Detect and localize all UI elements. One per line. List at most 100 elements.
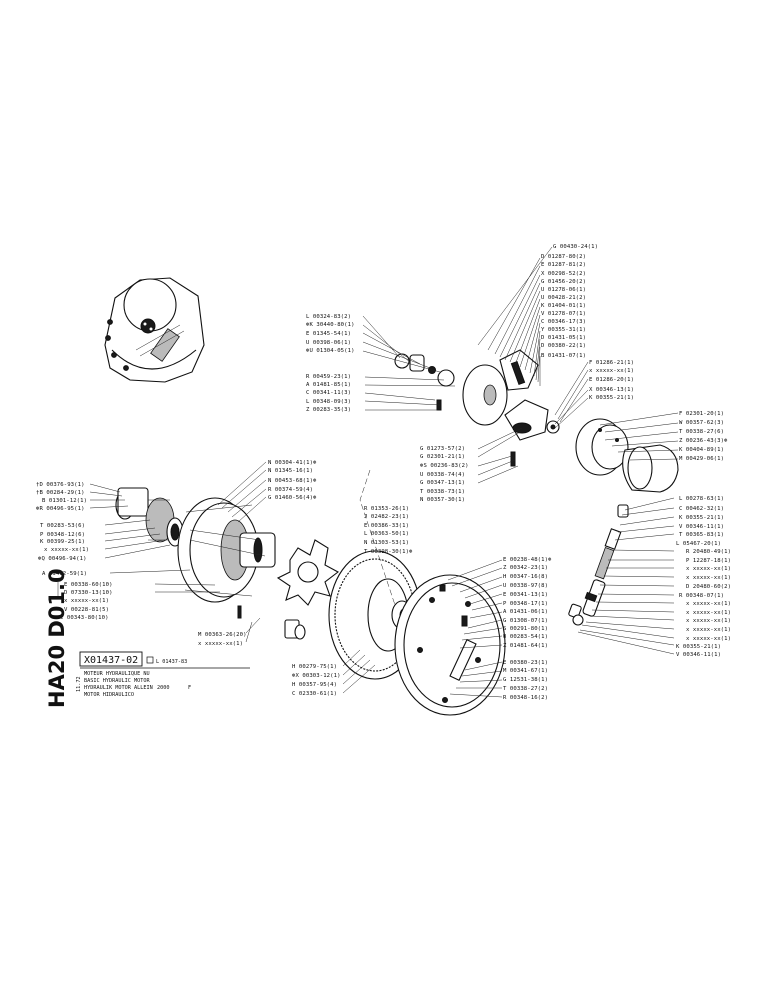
part-label: N 01345-16(1)	[268, 468, 313, 474]
part-label: Z 00236-43(3)⊛	[679, 438, 728, 444]
part-label: E 01287-81(2)	[541, 262, 586, 268]
part-label: M 00429-06(1)	[679, 456, 724, 462]
part-label: x xxxxx-xx(1)	[686, 575, 731, 581]
part-label: P 12287-18(1)	[686, 558, 731, 564]
part-label: L 00348-09(3)	[306, 399, 351, 405]
drawing-number: HA20 D01.0	[45, 568, 69, 708]
title-block-ref: L 01437-83	[156, 659, 187, 665]
part-label: E 00341-13(1)	[503, 592, 548, 598]
part-label: T 00283-53(6)	[40, 523, 85, 529]
part-label: V 01278-07(1)	[541, 311, 586, 317]
part-label: C 02330-61(1)	[292, 691, 337, 697]
part-label: ⊛R 00496-95(1)	[36, 506, 85, 512]
part-label: D 00380-22(1)	[541, 343, 586, 349]
part-label: W 00357-62(3)	[679, 420, 724, 426]
part-label: G 12531-38(1)	[503, 677, 548, 683]
part-label: Z 01481-64(1)	[503, 643, 548, 649]
drawing-date: 11.72	[76, 676, 82, 692]
part-label: V 00346-11(1)	[679, 524, 724, 530]
part-label: K 00399-25(1)	[40, 539, 85, 545]
title-block: X01437-02 L 01437-83 MOTEUR HYDRAULIQUE …	[79, 651, 250, 698]
part-label: x xxxxx-xx(1)	[686, 636, 731, 642]
part-label: E 01345-54(1)	[306, 331, 351, 337]
hydraulic-cylinder	[568, 504, 629, 626]
part-label: E 00238-48(1)⊛	[503, 557, 552, 563]
part-label: S 00291-80(1)	[503, 626, 548, 632]
part-label: ⊛X 00303-12(1)	[292, 673, 341, 679]
part-label: A 13462-59(1)	[42, 571, 87, 577]
part-label: E 00380-23(1)	[503, 660, 548, 666]
part-label: x xxxxx-xx(1)	[686, 601, 731, 607]
part-label: E 01286-20(1)	[589, 377, 634, 383]
part-label: R 00348-07(1)	[679, 593, 724, 599]
part-label: K 00355-21(1)	[679, 515, 724, 521]
part-label: D 01431-05(1)	[541, 335, 586, 341]
part-label: Z 00283-35(3)	[306, 407, 351, 413]
part-label: J 02482-23(1)	[364, 514, 409, 520]
inset-detail-view	[104, 277, 205, 383]
part-label: N 01303-53(1)	[364, 540, 409, 546]
part-label: L 05467-20(1)	[676, 541, 721, 547]
part-label: L 00363-50(1)	[364, 531, 409, 537]
part-label: K 00355-21(1)	[589, 395, 634, 401]
part-label: x xxxxx-xx(1)	[198, 641, 243, 647]
part-label: D 01287-80(2)	[541, 254, 586, 260]
part-label: F 01286-21(1)	[589, 360, 634, 366]
part-label: C 00343-80(10)	[60, 615, 109, 621]
part-label: M 00363-26(20)	[198, 632, 247, 638]
part-label: U 00283-54(1)	[503, 634, 548, 640]
part-label: G 01460-56(4)⊛	[268, 495, 317, 501]
cover-caps	[575, 418, 679, 493]
part-labels: G 00430-24(1) D 01287-80(2) E 01287-81(2…	[36, 244, 731, 701]
part-label: B 01301-12(1)	[42, 498, 87, 504]
part-label: G 00347-13(1)	[420, 480, 465, 486]
part-label: G 00430-24(1)	[553, 244, 598, 250]
part-label: x xxxxx-xx(1)	[589, 368, 634, 374]
part-label: N 00453-68(1)⊛	[268, 478, 317, 484]
part-label: Y 00355-31(1)	[541, 327, 586, 333]
part-label: M 00341-67(1)	[503, 668, 548, 674]
part-label: x xxxxx-xx(1)	[686, 627, 731, 633]
part-label: C 00346-17(3)	[541, 319, 586, 325]
part-label: ⊛U 01304-05(1)	[306, 348, 355, 354]
part-label: N 00304-41(1)⊛	[268, 460, 317, 466]
part-label: G 01456-20(2)	[541, 279, 586, 285]
part-label: L 00278-63(1)	[679, 496, 724, 502]
part-label: U 00338-74(4)	[420, 472, 465, 478]
title-block-code: X01437-02	[84, 655, 138, 666]
part-label: V 00228-81(5)	[64, 607, 109, 613]
title-desc-de: HYDRAULIK MOTOR ALLEIN	[84, 685, 153, 691]
part-label: X 00346-13(1)	[589, 387, 634, 393]
part-label: L 00324-83(2)	[306, 314, 351, 320]
part-label: K 01404-01(1)	[541, 303, 586, 309]
part-label: E 00338-60(10)	[64, 582, 113, 588]
part-label: C 00462-32(1)	[679, 506, 724, 512]
part-label: N 00357-30(1)	[420, 497, 465, 503]
part-label: ⊛S 00236-83(2)	[420, 463, 469, 469]
part-label: A 01431-06(1)	[503, 609, 548, 615]
part-label: K 00404-89(1)	[679, 447, 724, 453]
part-label: U 00338-97(8)	[503, 583, 548, 589]
part-label: G 01308-07(1)	[503, 618, 548, 624]
part-label: ⊛K 30440-80(1)	[306, 322, 355, 328]
part-label: H 00357-95(4)	[292, 682, 337, 688]
part-label: x xxxxx-xx(1)	[64, 598, 109, 604]
part-label: P 00348-12(6)	[40, 532, 85, 538]
part-label: U 01278-06(1)	[541, 287, 586, 293]
part-label: x xxxxx-xx(1)	[686, 610, 731, 616]
part-label: x xxxxx-xx(1)	[686, 618, 731, 624]
part-label: D 07330-13(10)	[64, 590, 113, 596]
part-label: T 00338-27(2)	[503, 686, 548, 692]
title-desc-es: MOTOR HIDRAULICO	[84, 692, 134, 698]
part-label: V 00346-11(1)	[676, 652, 721, 658]
part-label: H 00347-16(8)	[503, 574, 548, 580]
part-label: ⊛Q 00496-94(1)	[38, 556, 87, 562]
part-label: x xxxxx-xx(1)	[686, 566, 731, 572]
leader-lines	[89, 246, 679, 698]
part-label: E 00386-33(1)	[364, 523, 409, 529]
part-label: K 00355-21(1)	[676, 644, 721, 650]
center-gear-assembly	[328, 550, 506, 716]
part-label: G 01273-57(2)	[420, 446, 465, 452]
left-motor-assembly	[115, 487, 340, 640]
